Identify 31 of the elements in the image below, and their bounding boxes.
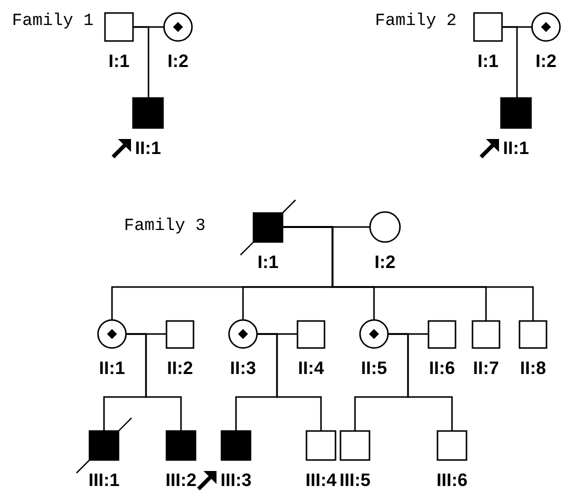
individual-label: II:1 bbox=[98, 357, 125, 380]
individual-label: I:2 bbox=[167, 50, 188, 72]
individual-label: I:1 bbox=[257, 250, 278, 273]
descent-line bbox=[126, 333, 182, 430]
descent-line bbox=[502, 26, 518, 98]
individual-label: III:5 bbox=[340, 468, 370, 491]
descent-line bbox=[257, 333, 322, 430]
individual-label: II:7 bbox=[472, 356, 499, 379]
individual-label: II:6 bbox=[428, 356, 455, 379]
individual-label: I:1 bbox=[108, 50, 130, 72]
individual-label: III:2 bbox=[166, 468, 196, 491]
individual-label: II:1 bbox=[502, 137, 529, 160]
individual-label: III:6 bbox=[436, 468, 468, 491]
individual-label: II:2 bbox=[166, 356, 193, 379]
individual-label: III:4 bbox=[306, 468, 336, 491]
descent-line bbox=[133, 26, 150, 98]
individual-label: II:4 bbox=[298, 356, 324, 379]
individual-label: I:1 bbox=[477, 50, 498, 72]
individual-label: III:3 bbox=[220, 468, 252, 491]
individual-label: II:8 bbox=[520, 356, 546, 379]
individual-label: I:2 bbox=[535, 50, 556, 72]
individual-label: II:5 bbox=[360, 357, 387, 380]
individual-label: II:3 bbox=[230, 357, 256, 380]
individual-label: III:1 bbox=[88, 468, 120, 491]
descent-line bbox=[388, 333, 453, 430]
family-label: Family 2 bbox=[375, 13, 457, 30]
family-label: Family 1 bbox=[12, 13, 94, 30]
individual-label: I:2 bbox=[374, 251, 396, 274]
descent-line bbox=[282, 226, 534, 320]
family-label: Family 3 bbox=[124, 218, 206, 235]
individual-label: II:1 bbox=[134, 137, 161, 160]
